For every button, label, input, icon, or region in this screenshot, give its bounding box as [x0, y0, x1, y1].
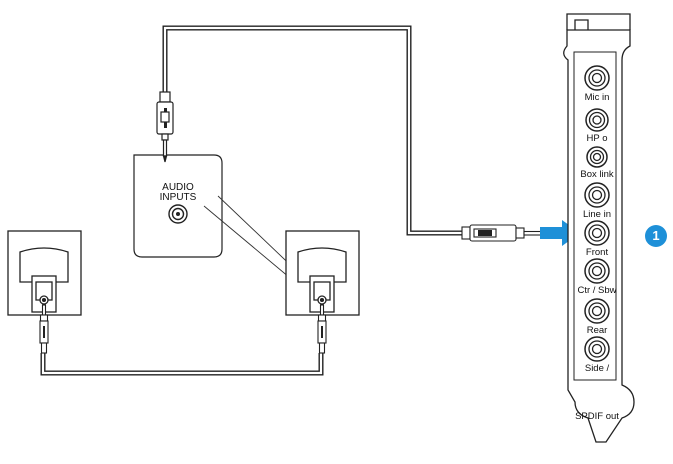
jack-ring	[592, 152, 602, 162]
card-port-label: Line in	[583, 209, 611, 220]
card-port-label: Box link	[580, 169, 614, 180]
card-port-label: HP o	[586, 133, 608, 144]
card-plug	[461, 224, 547, 242]
spdif-out-label: SPDIF out	[575, 411, 619, 422]
audio-inputs-label: AUDIO INPUTS	[133, 183, 223, 203]
card-port-jack	[584, 182, 610, 208]
right-speaker	[285, 230, 360, 316]
jack-ring	[591, 72, 603, 84]
audio-input-jack	[168, 204, 188, 224]
audio-label-line2: INPUTS	[159, 192, 197, 203]
card-port-label: Rear	[586, 325, 608, 336]
jack-ring	[591, 189, 603, 201]
jack-ring	[591, 265, 603, 277]
card-port-jack	[584, 220, 610, 246]
card-port-label: Mic in	[584, 92, 610, 103]
card-port-label: Ctr / Sbw	[577, 285, 617, 296]
jack-ring	[591, 343, 603, 355]
card-port-jack	[584, 298, 610, 324]
card-port-jack	[586, 146, 608, 168]
speaker-link-cable	[40, 353, 324, 376]
jack-ring	[591, 227, 603, 239]
left-speaker-plug	[39, 304, 49, 354]
card-port-jack	[584, 336, 610, 362]
right-speaker-plug	[317, 304, 327, 354]
card-port-jack	[584, 258, 610, 284]
jack-ring	[591, 305, 603, 317]
jack-ring	[592, 115, 602, 125]
audio-plug	[156, 91, 174, 163]
card-port-label: Front	[585, 247, 609, 258]
left-speaker	[7, 230, 82, 316]
card-port-jack	[584, 65, 610, 91]
audio-label-line1: AUDIO	[162, 182, 194, 193]
audio-input-box	[133, 154, 325, 304]
card-ports	[584, 65, 610, 362]
cable-to-card	[162, 25, 462, 236]
card-port-label: Side /	[584, 363, 610, 374]
card-port-jack	[585, 108, 609, 132]
callout-badge: 1	[645, 225, 667, 247]
